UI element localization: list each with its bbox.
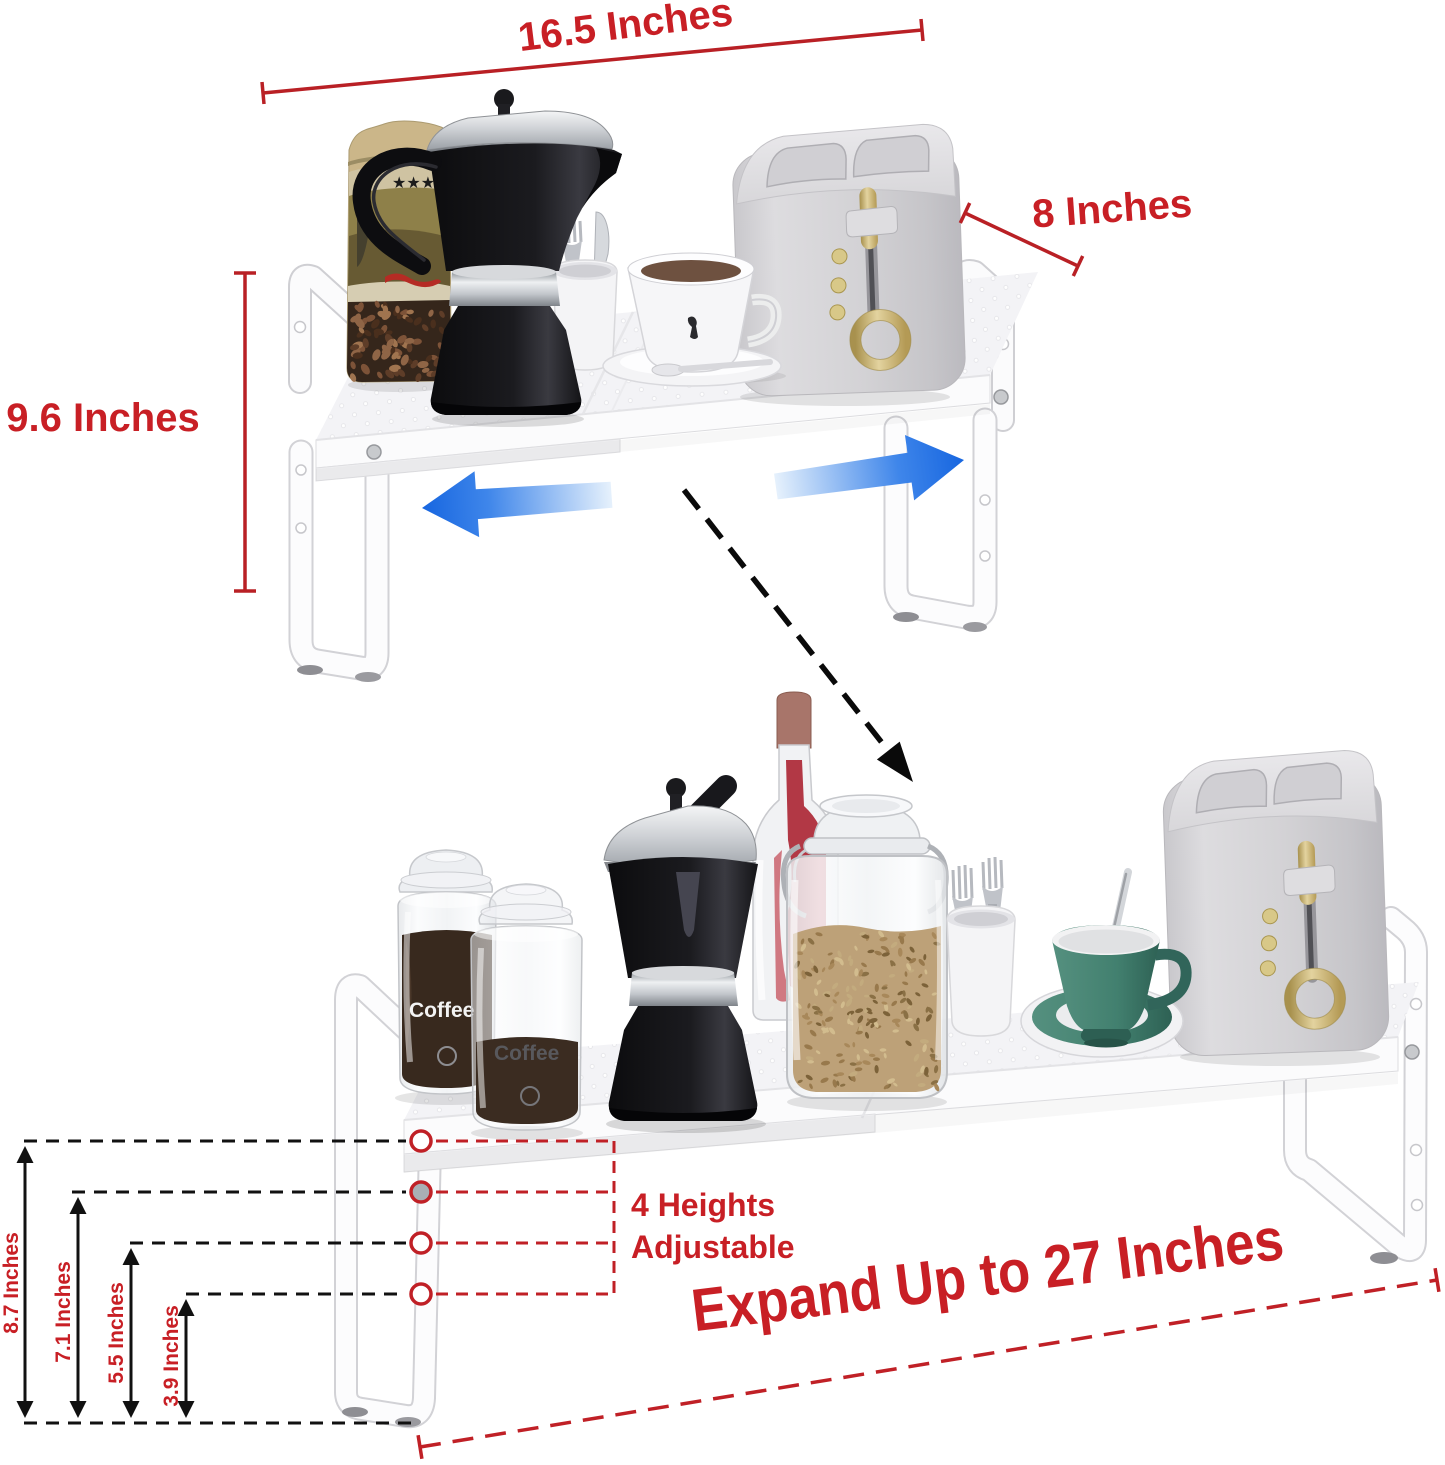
- svg-text:Adjustable: Adjustable: [631, 1229, 795, 1265]
- svg-text:Coffee: Coffee: [494, 1042, 559, 1065]
- svg-text:7.1 Inches: 7.1 Inches: [52, 1261, 75, 1363]
- svg-text:8.7 Inches: 8.7 Inches: [0, 1232, 23, 1334]
- svg-text:4 Heights: 4 Heights: [631, 1187, 775, 1223]
- svg-text:Coffee: Coffee: [409, 999, 474, 1022]
- svg-text:★★★: ★★★: [392, 175, 435, 192]
- svg-text:5.5 Inches: 5.5 Inches: [105, 1282, 128, 1384]
- svg-text:9.6 Inches: 9.6 Inches: [6, 396, 199, 440]
- svg-text:3.9 Inches: 3.9 Inches: [160, 1305, 183, 1407]
